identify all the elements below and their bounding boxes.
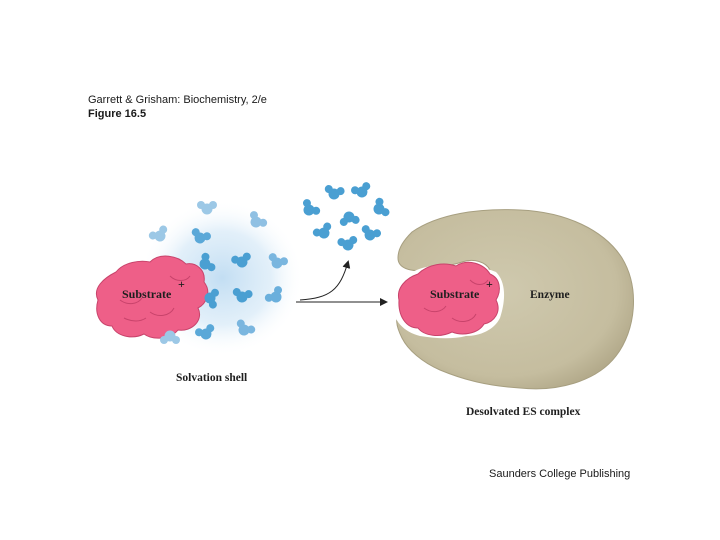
water-molecule [249,211,268,228]
book-citation: Garrett & Grisham: Biochemistry, 2/e [88,94,267,106]
water-molecules-released [302,182,390,251]
positive-charge-right: + [486,277,493,291]
water-molecule [312,222,332,239]
enzyme-label: Enzyme [530,289,570,301]
substrate-label-right: Substrate [430,287,480,301]
solvation-shell-label: Solvation shell [176,372,247,384]
water-molecule [350,182,371,198]
water-molecules-shell [148,201,289,344]
positive-charge-left: + [178,277,185,291]
complex-label: Desolvated ES complex [466,406,581,418]
water-molecule [264,286,283,303]
water-molecule [339,211,360,226]
water-release-arrow [299,260,351,301]
water-molecule [204,288,219,309]
water-molecule [197,201,217,215]
water-molecule [361,225,382,241]
substrate-right: Substrate + [397,261,500,336]
water-molecule [324,185,345,200]
publisher-credit: Saunders College Publishing [489,468,631,480]
water-molecule [148,225,168,242]
water-molecule [302,199,321,216]
water-molecule [231,252,251,268]
substrate-left: Substrate + [96,255,209,339]
water-molecule [199,252,216,272]
water-molecule [232,288,253,303]
water-molecule [268,253,289,269]
substrate-label-left: Substrate [122,287,172,301]
figure-caption: Garrett & Grisham: Biochemistry, 2/e Fig… [88,93,267,121]
water-molecule [160,330,180,344]
water-molecule [337,236,358,251]
water-molecule [236,319,256,336]
water-molecule [191,228,212,244]
water-molecule [194,324,215,340]
figure-number: Figure 16.5 [88,108,147,120]
water-molecule [373,197,390,217]
